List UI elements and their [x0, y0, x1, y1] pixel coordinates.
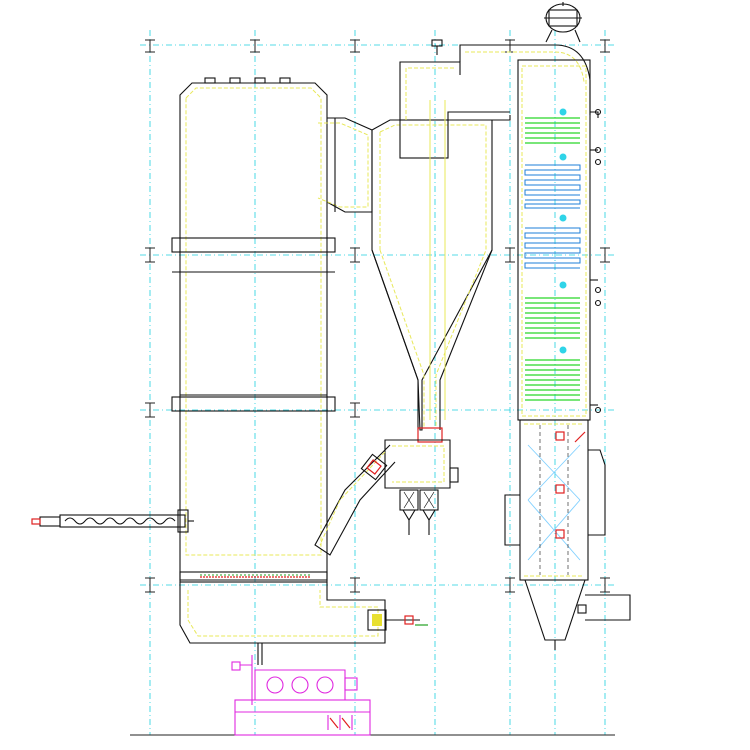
outlet-duct — [317, 117, 373, 213]
upper-superheater-coil — [525, 117, 580, 144]
economizer-coil — [525, 297, 580, 401]
back-pass — [517, 59, 602, 421]
steam-drum — [544, 2, 582, 43]
furnace-top-ports — [204, 77, 291, 84]
header-markers — [559, 108, 567, 354]
furnace-grate — [179, 571, 328, 583]
screw-feeder — [31, 509, 194, 533]
grid-lines — [140, 30, 615, 735]
furnace-flange-upper — [171, 237, 336, 253]
header-connections — [590, 108, 602, 414]
loop-seal-hoppers — [399, 489, 439, 535]
cyclone — [371, 39, 493, 431]
blue-superheater-coil — [524, 164, 581, 269]
furnace-flange-lower — [171, 396, 336, 412]
fan-unit — [231, 655, 371, 736]
crossover-duct — [447, 44, 591, 121]
loop-seal-valve — [417, 427, 443, 443]
windbox-burner — [367, 609, 428, 631]
air-preheater — [504, 419, 631, 650]
loop-seal — [314, 427, 459, 556]
furnace — [171, 77, 428, 665]
